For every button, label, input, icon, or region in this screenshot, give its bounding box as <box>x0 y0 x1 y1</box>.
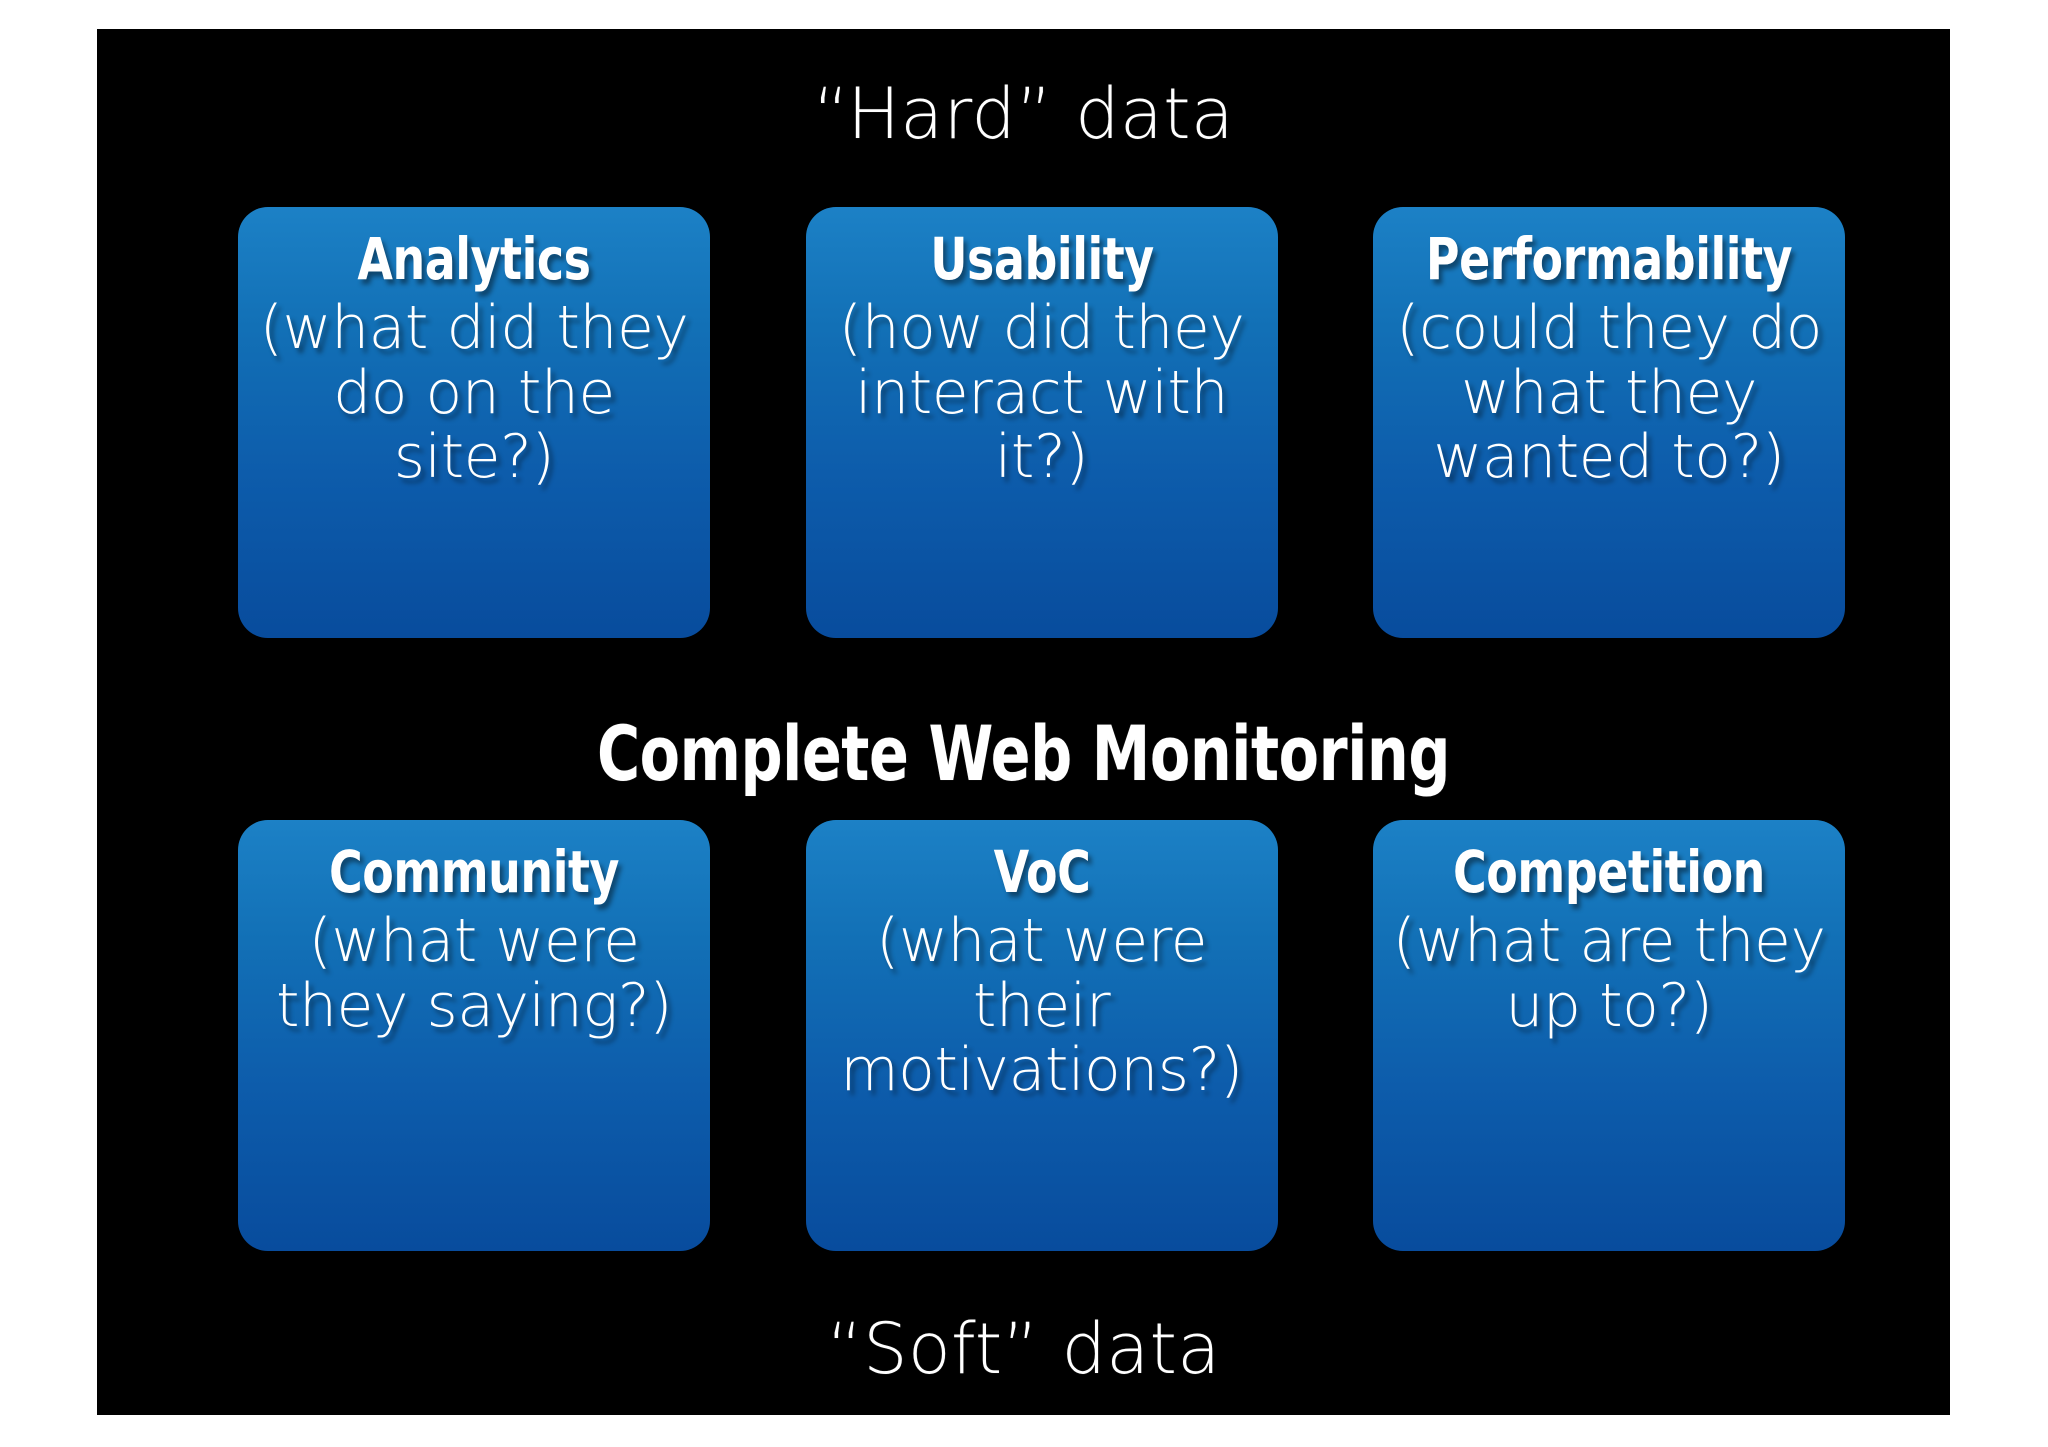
soft-data-card-row: Community (what were they saying?) VoC (… <box>238 820 1845 1251</box>
card-subtitle: (what are they up to?) <box>1392 905 1826 1041</box>
card-title: Community <box>328 838 619 906</box>
card-performability[interactable]: Performability (could they do what they … <box>1373 207 1845 638</box>
card-title: Analytics <box>357 225 591 293</box>
slide-canvas: “Hard” data Analytics (what did they do … <box>97 29 1950 1415</box>
card-title: VoC <box>993 838 1090 906</box>
hard-data-caption: “Hard” data <box>812 73 1235 155</box>
card-analytics[interactable]: Analytics (what did they do on the site?… <box>238 207 710 638</box>
card-subtitle: (what were they saying?) <box>275 905 673 1041</box>
hard-data-card-row: Analytics (what did they do on the site?… <box>238 207 1845 638</box>
card-community[interactable]: Community (what were they saying?) <box>238 820 710 1251</box>
card-title: Usability <box>929 225 1154 293</box>
card-subtitle: (how did they interact with it?) <box>838 292 1245 493</box>
card-competition[interactable]: Competition (what are they up to?) <box>1373 820 1845 1251</box>
card-voc[interactable]: VoC (what were their motivations?) <box>805 820 1278 1251</box>
page-title: Complete Web Monitoring <box>596 709 1451 798</box>
card-title: Competition <box>1453 838 1765 906</box>
card-subtitle: (could they do what they wanted to?) <box>1396 292 1822 493</box>
card-subtitle: (what were their motivations?) <box>840 905 1243 1106</box>
card-subtitle: (what did they do on the site?) <box>259 292 689 493</box>
card-title: Performability <box>1425 225 1793 293</box>
card-usability[interactable]: Usability (how did they interact with it… <box>805 207 1278 638</box>
soft-data-caption: “Soft” data <box>826 1308 1221 1390</box>
